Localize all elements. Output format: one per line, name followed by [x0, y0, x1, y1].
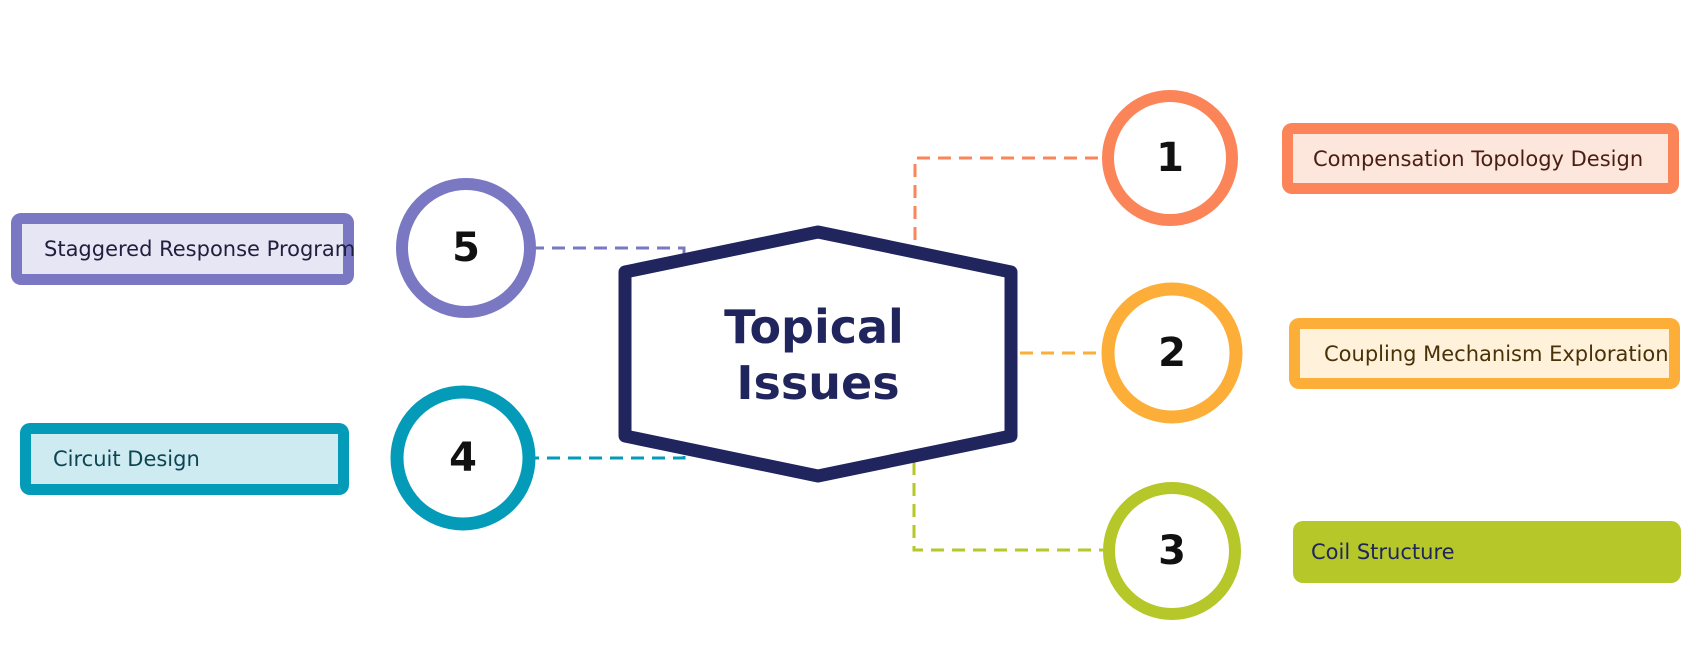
topic-label-4-text: Circuit Design: [53, 447, 200, 471]
topic-label-2-text: Coupling Mechanism Exploration: [1324, 341, 1669, 366]
number-circle-4: [390, 385, 536, 531]
connector-topic-5: [531, 246, 686, 258]
connector-topic-3: [912, 462, 1103, 552]
center-title-line-2: Issues: [736, 356, 899, 410]
topic-number-1: 1: [1156, 135, 1184, 181]
connector-topic-4: [526, 448, 686, 460]
topic-number-5: 5: [452, 225, 480, 271]
center-hexagon: [618, 225, 1018, 483]
topic-label-2: Coupling Mechanism Exploration: [1289, 318, 1680, 389]
topic-label-1: Compensation Topology Design: [1282, 123, 1679, 194]
topic-label-1-text: Compensation Topology Design: [1313, 146, 1644, 171]
topic-label-3: Coil Structure: [1293, 521, 1681, 583]
topic-number-2: 2: [1158, 330, 1186, 376]
topic-label-3-text: Coil Structure: [1311, 540, 1455, 564]
number-circle-1: [1102, 90, 1238, 226]
topic-label-5: Staggered Response Program: [11, 213, 356, 285]
center-title-line-1: Topical: [724, 300, 904, 354]
topic-number-3: 3: [1158, 528, 1186, 574]
topic-number-4: 4: [449, 435, 477, 481]
connector-topic-1: [913, 156, 1103, 240]
number-circle-3: [1103, 482, 1241, 620]
number-circle-5: [396, 178, 536, 318]
topic-label-4: Circuit Design: [20, 423, 349, 495]
number-circle-2: [1101, 282, 1243, 424]
topic-label-5-text: Staggered Response Program: [44, 237, 356, 261]
